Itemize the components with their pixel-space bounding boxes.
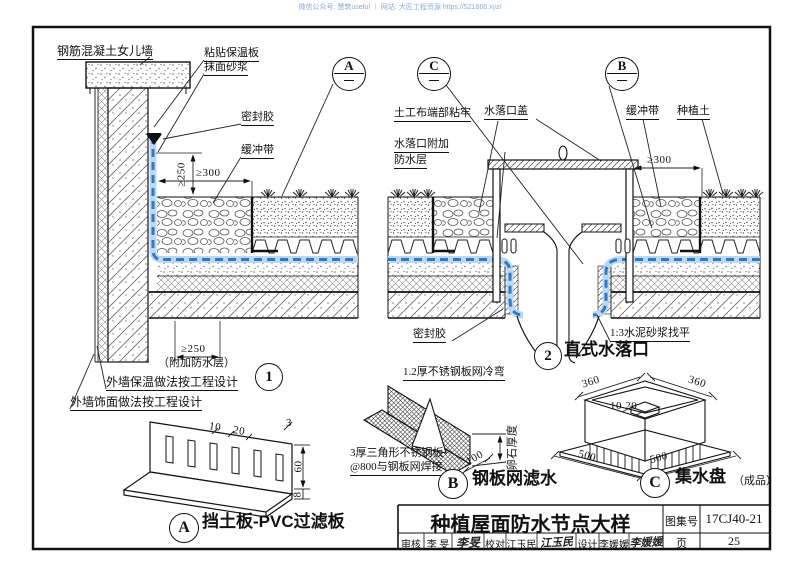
label-mortar-leveling: 1:3水泥砂浆找平 xyxy=(610,327,691,342)
atlas-label: 图集号 xyxy=(665,516,698,528)
page-label: 页 xyxy=(676,538,687,550)
label-buffer-1: 缓冲带 xyxy=(241,144,274,159)
proof-signature: 江玉民 xyxy=(539,536,574,550)
design-label: 设计 xyxy=(577,540,598,551)
review-name: 李 旻 xyxy=(426,540,450,551)
dim-b250: ≥250 xyxy=(181,343,206,355)
detail-a-circle: A xyxy=(169,513,199,543)
sheet-frame xyxy=(31,25,772,551)
label-drain-cover: 水落口盖 xyxy=(484,105,528,120)
label-added-waterproof: （附加防水层） xyxy=(158,357,235,369)
note-wall-finish: 外墙饰面做法按工程设计 xyxy=(70,395,203,411)
dim-a-60: 60 xyxy=(292,460,305,473)
detail-b-mesh-filter xyxy=(362,385,507,476)
dim-a-20: 20 xyxy=(232,424,246,438)
atlas-number: 17CJ40-21 xyxy=(705,511,763,526)
label-plate-note-1: 3厚三角形不锈钢板 xyxy=(350,447,444,459)
dim-b-pebble-thickness: 卵石厚度 xyxy=(506,424,519,471)
dim-a-3: 3 xyxy=(286,417,292,429)
view1-parapet-section xyxy=(69,56,360,410)
view2-drain-section xyxy=(387,84,764,364)
detail-c-circle: C xyxy=(640,468,670,498)
dim-h300-2: ≥300 xyxy=(647,154,672,166)
callout-b-letter: B xyxy=(617,58,627,73)
label-parapet: 钢筋混凝土女儿墙 xyxy=(57,44,154,60)
dim-h300-1: ≥300 xyxy=(196,167,221,179)
label-mesh-note: 1.2厚不锈钢板网冷弯 xyxy=(403,366,505,381)
callout-bubble-b: B xyxy=(605,57,639,91)
view2-title: 直式水落口 xyxy=(564,340,649,359)
callout-c-dash xyxy=(429,80,439,81)
label-planting-soil: 种植土 xyxy=(677,105,710,120)
sheet-title: 种植屋面防水节点大样 xyxy=(430,514,631,536)
callout-c-bar xyxy=(419,73,449,74)
titleblock-grid xyxy=(397,504,770,549)
label-surface-mortar: 抹面砂浆 xyxy=(204,61,248,76)
detail-b-circle: B xyxy=(438,469,468,499)
detail-c-title: 集水盘 xyxy=(675,467,726,486)
label-plate-note-2: @800与钢板网焊接 xyxy=(350,461,443,476)
note-wall-insulation: 外墙保温做法按工程设计 xyxy=(106,375,239,391)
view2-number-circle: 2 xyxy=(534,342,562,370)
callout-a-letter: A xyxy=(344,58,354,73)
callout-c-letter: C xyxy=(429,58,439,73)
label-drain-wp-2: 防水层 xyxy=(394,154,427,169)
dim-v250: ≥250 xyxy=(175,162,188,187)
proof-label: 校对 xyxy=(485,540,505,551)
proof-name: 江玉民 xyxy=(506,540,537,551)
callout-b-bar xyxy=(607,73,637,74)
design-signature: 李媛媛 xyxy=(629,536,663,550)
label-geotextile: 土工布端部粘牢 xyxy=(394,107,471,122)
design-name: 李媛媛 xyxy=(599,540,629,551)
detail-a-pvc-angle xyxy=(122,421,310,518)
watermark-text: 微信公众号: 慧筑useful ｜ 网站: 大匠工程资源 https://521… xyxy=(298,4,502,11)
detail-a-title: 挡土板-PVC过滤板 xyxy=(202,512,345,531)
review-label: 审核 xyxy=(401,540,421,551)
label-buffer-2: 缓冲带 xyxy=(626,105,659,120)
callout-a-dash xyxy=(344,80,354,81)
callout-bubble-a: A xyxy=(332,57,366,91)
page-number: 25 xyxy=(728,534,740,548)
view1-number-circle: 1 xyxy=(255,363,283,391)
dim-a-10: 10 xyxy=(208,420,222,434)
dim-c-10-20: 10 20 xyxy=(610,400,638,412)
detail-c-suffix: （成品） xyxy=(733,475,777,487)
callout-b-dash xyxy=(617,80,627,81)
detail-c-collection-pan xyxy=(550,372,742,482)
label-sealant-2: 密封胶 xyxy=(413,328,446,343)
label-insulation-board: 粘贴保温板 xyxy=(204,47,259,62)
callout-bubble-c: C xyxy=(417,57,451,91)
label-sealant-1: 密封胶 xyxy=(241,111,274,126)
label-drain-wp-1: 水落口附加 xyxy=(394,138,449,153)
dim-a-8: 8 xyxy=(291,491,304,498)
detail-b-title: 钢板网滤水 xyxy=(472,469,557,488)
callout-a-bar xyxy=(334,73,364,74)
review-signature: 李旻 xyxy=(455,535,481,551)
